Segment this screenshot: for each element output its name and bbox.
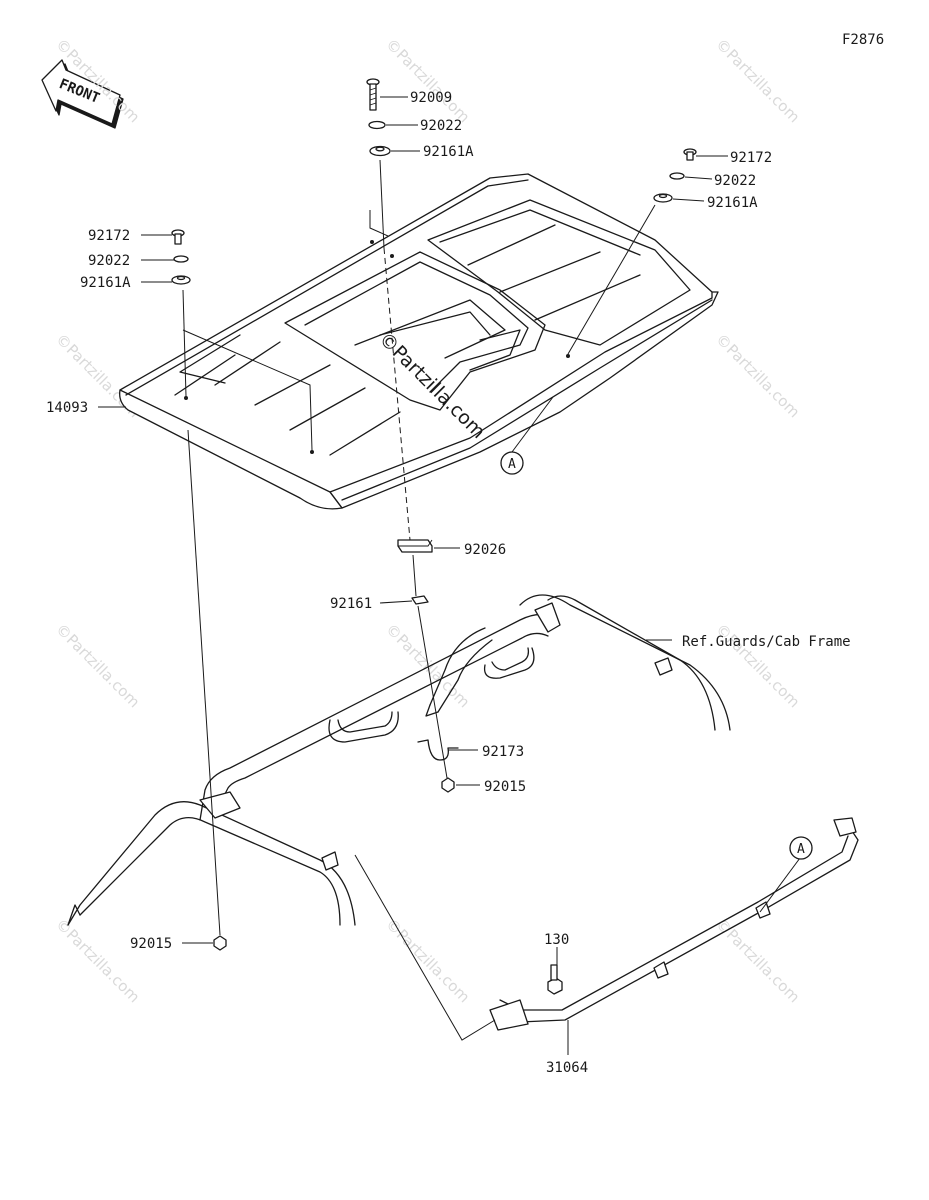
clamp-92173 (417, 739, 459, 761)
label-92015-left: 92015 (130, 936, 172, 952)
callout-leaders (98, 96, 801, 1055)
label-92173: 92173 (482, 744, 524, 760)
nut-92015-left (213, 935, 227, 951)
grommet-92161 (411, 595, 429, 605)
bolt-92172-left (171, 229, 185, 245)
watermarks: ©Partzilla.com ©Partzilla.com ©Partzilla… (52, 35, 803, 1006)
bolt-130 (547, 964, 563, 995)
grommet-92161A-top (369, 145, 391, 157)
label-92161A-right: 92161A (707, 195, 758, 211)
bolt-92009 (366, 78, 380, 111)
watermark-5: ©Partzilla.com (712, 330, 803, 421)
label-ref-cab-frame: Ref.Guards/Cab Frame (682, 634, 851, 650)
label-92161A-left: 92161A (80, 275, 131, 291)
pad-92026 (397, 539, 433, 553)
label-92161A-top: 92161A (423, 144, 474, 160)
label-92172-left: 92172 (88, 228, 130, 244)
label-ref-a-upper: A (508, 457, 516, 472)
watermark-6: ©Partzilla.com (52, 620, 143, 711)
roof-panel (119, 173, 719, 510)
label-92172-right: 92172 (730, 150, 772, 166)
watermark-9: ©Partzilla.com (52, 915, 143, 1006)
watermark-3: ©Partzilla.com (712, 35, 803, 126)
washer-92022-right (669, 172, 685, 180)
label-92022-left: 92022 (88, 253, 130, 269)
label-14093: 14093 (46, 400, 88, 416)
cab-frame (67, 594, 731, 926)
label-92026: 92026 (464, 542, 506, 558)
guide-lines (182, 159, 656, 1041)
watermark-2: ©Partzilla.com (382, 35, 473, 126)
washer-92022-top (368, 120, 386, 130)
label-ref-a-lower: A (797, 842, 805, 857)
label-92009: 92009 (410, 90, 452, 106)
label-31064: 31064 (546, 1060, 588, 1076)
ref-circle-upper (500, 451, 524, 475)
nut-92015-center (441, 777, 455, 793)
ref-circle-lower (789, 836, 813, 860)
watermark-11: ©Partzilla.com (712, 915, 803, 1006)
grommet-92161A-left (171, 275, 191, 285)
label-92022-top: 92022 (420, 118, 462, 134)
figure-code: F2876 (842, 32, 884, 48)
grommet-92161A-right (653, 193, 673, 203)
label-130: 130 (544, 932, 569, 948)
bolt-92172-right (683, 148, 697, 161)
label-92015-center: 92015 (484, 779, 526, 795)
washer-92022-left (173, 255, 189, 263)
watermark-10: ©Partzilla.com (382, 915, 473, 1006)
label-92022-right: 92022 (714, 173, 756, 189)
label-92161: 92161 (330, 596, 372, 612)
